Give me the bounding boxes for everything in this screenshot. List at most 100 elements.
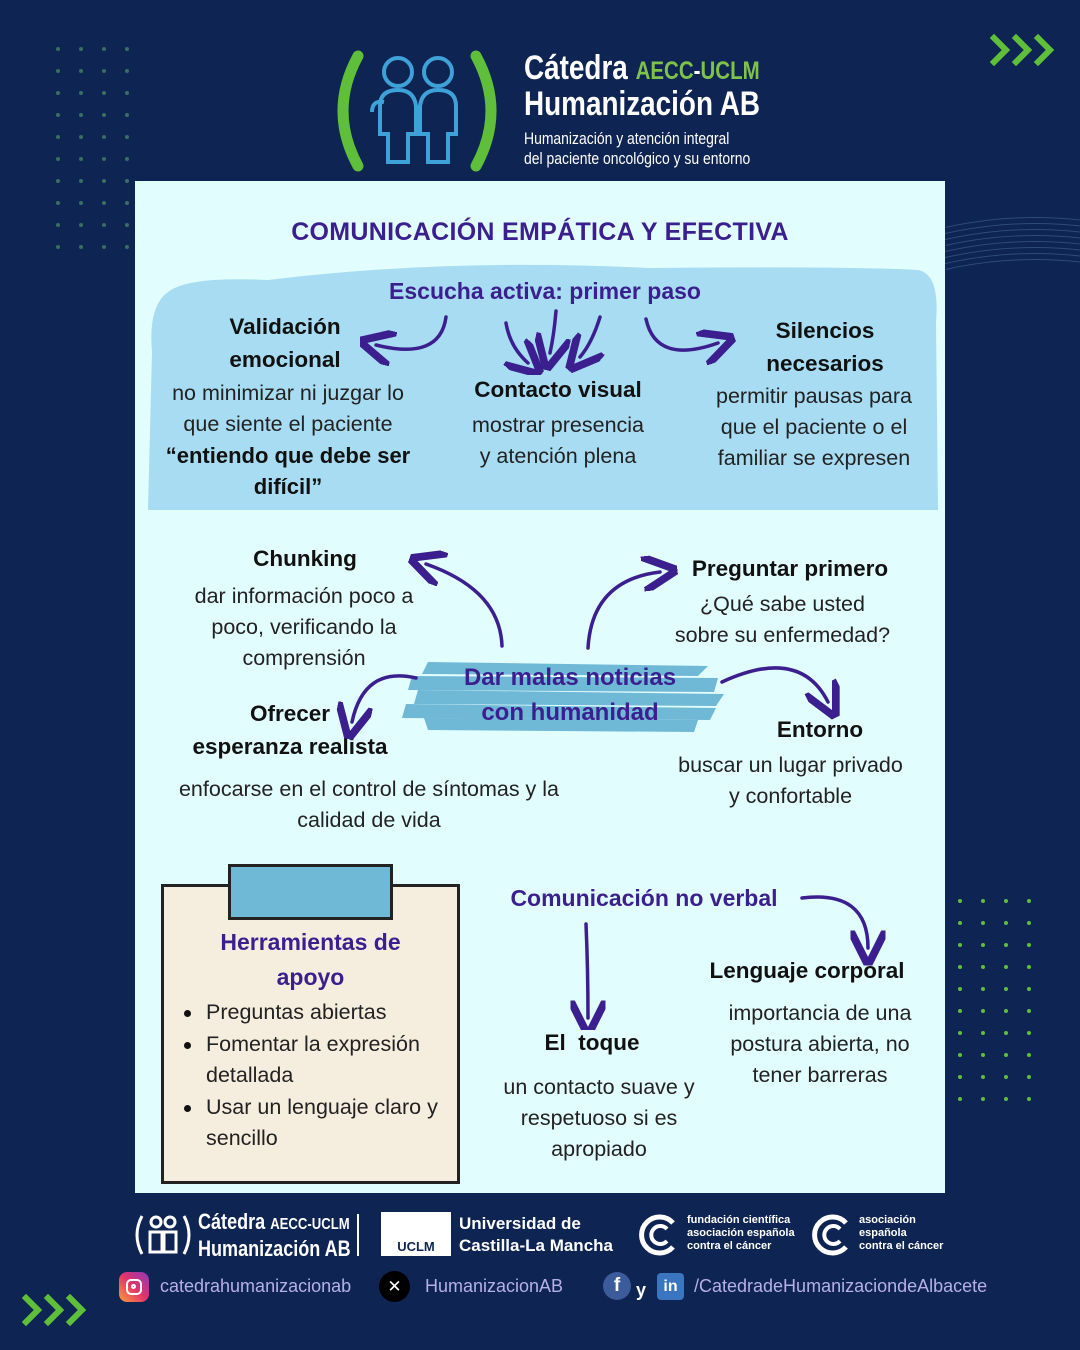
ofrecer-line2: calidad de vida <box>297 808 441 832</box>
chevron-right-icon <box>22 1294 90 1326</box>
instagram-handle[interactable]: catedrahumanizacionab <box>160 1276 352 1296</box>
chunking-line1: dar información poco a <box>194 584 414 608</box>
preguntar-title: Preguntar primero <box>691 556 889 581</box>
uni-line2: Castilla-La Mancha <box>459 1236 613 1255</box>
contacto-line2: y atención plena <box>479 444 637 468</box>
silencios-title-line1: Silencios <box>775 318 875 343</box>
ofrecer-line1: enfocarse en el control de síntomas y la <box>178 777 560 801</box>
preguntar-line2: sobre su enfermedad? <box>674 623 891 647</box>
ofrecer-title-line1: Ofrecer <box>249 701 331 726</box>
web-handle[interactable]: /CatedradeHumanizaciondeAlbacete <box>694 1276 988 1296</box>
preguntar-text: ¿Qué sabe usted sobre su enfermedad? <box>650 589 915 651</box>
chevron-right-icon <box>990 34 1058 66</box>
lenguaje-corporal-text: importancia de una postura abierta, no t… <box>700 998 940 1091</box>
silencios-text: permitir pausas para que el paciente o e… <box>694 381 934 474</box>
x-icon[interactable]: ✕ <box>379 1271 410 1302</box>
footer-catedra-aecc: AECC-UCLM <box>270 1216 350 1233</box>
escucha-activa-heading: Escucha activa: primer paso <box>389 278 701 304</box>
social-conjunction: y <box>636 1280 647 1300</box>
fund-line2: asociación española <box>687 1227 795 1239</box>
fundacion-text: fundación científica asociación española… <box>687 1214 795 1253</box>
malas-noticias-arrows <box>330 550 850 740</box>
escucha-arrows <box>360 309 740 375</box>
validacion-quote2: difícil” <box>253 474 323 499</box>
silencios-line2: que el paciente o el <box>720 415 908 439</box>
brand-uclm: UCLM <box>700 57 760 85</box>
ofrecer-text: enfocarse en el control de síntomas y la… <box>148 774 590 836</box>
brand-aecc: AECC <box>635 57 694 85</box>
footer-divider <box>357 1214 359 1256</box>
linkedin-icon[interactable]: in <box>657 1273 684 1300</box>
tagline-line-1: Humanización y atención integral <box>524 129 730 148</box>
herramientas-title-line1: Herramientas de <box>220 929 401 955</box>
herramientas-title-line2: apoyo <box>276 964 345 990</box>
toque-text: un contacto suave y respetuoso si es apr… <box>478 1072 720 1165</box>
validacion-text: no minimizar ni juzgar lo que siente el … <box>148 378 428 502</box>
herramientas-title: Herramientas de apoyo <box>164 925 457 995</box>
aso-line3: contra el cáncer <box>859 1240 944 1252</box>
brand-subtitle: Humanización AB <box>524 85 760 123</box>
list-item: Fomentar la expresión detallada <box>178 1029 453 1092</box>
lenguaje-line2: postura abierta, no <box>730 1032 910 1056</box>
clipboard-clip <box>228 864 393 920</box>
x-handle[interactable]: HumanizacionAB <box>425 1276 564 1296</box>
list-item: Preguntas abiertas <box>178 997 453 1029</box>
footer-catedra-line1: Cátedra <box>198 1209 266 1234</box>
malas-line1: Dar malas noticias <box>463 664 677 691</box>
footer-catedra-text: Cátedra AECC-UCLM Humanización AB <box>198 1210 351 1261</box>
brand-sep: - <box>693 57 701 85</box>
no-verbal-heading: Comunicación no verbal <box>510 885 778 911</box>
chunking-text: dar información poco a poco, verificando… <box>164 581 444 674</box>
lenguaje-line3: tener barreras <box>752 1063 888 1087</box>
escucha-activa-background <box>148 264 938 510</box>
toque-line3: apropiado <box>551 1137 647 1161</box>
list-item: Usar un lenguaje claro y sencillo <box>178 1092 453 1155</box>
aecc-fundacion-logo-icon <box>639 1214 675 1256</box>
validacion-quote1: “entiendo que debe ser <box>165 443 411 468</box>
contacto-visual-text: mostrar presencia y atención plena <box>448 410 668 472</box>
validacion-title: Validación emocional <box>180 310 390 376</box>
toque-line2: respetuoso si es <box>520 1106 678 1130</box>
catedra-logo-icon <box>337 50 497 172</box>
entorno-text: buscar un lugar privado y confortable <box>648 750 933 812</box>
validacion-line2: que siente el paciente <box>183 412 393 436</box>
lenguaje-line1: importancia de una <box>728 1001 912 1025</box>
aso-line1: asociación <box>859 1214 916 1226</box>
contacto-visual-title: Contacto visual <box>474 377 642 402</box>
toque-line1: un contacto suave y <box>503 1075 695 1099</box>
catedra-small-logo-icon <box>135 1215 191 1255</box>
instagram-icon[interactable] <box>119 1272 149 1302</box>
contacto-line1: mostrar presencia <box>471 413 645 437</box>
entorno-line2: y confortable <box>728 784 853 808</box>
malas-line2: con humanidad <box>481 699 659 726</box>
malas-noticias-heading: Dar malas noticias con humanidad <box>420 660 720 730</box>
chunking-line3: comprensión <box>242 646 366 670</box>
no-verbal-arrows <box>570 895 890 1030</box>
chunking-line2: poco, verificando la <box>211 615 397 639</box>
brand-catedra: Cátedra <box>524 49 628 87</box>
brand-title: Cátedra AECC-UCLM <box>524 50 760 89</box>
aso-line2: española <box>859 1227 907 1239</box>
silencios-title: Silencios necesarios <box>730 314 920 380</box>
validacion-line1: no minimizar ni juzgar lo <box>172 381 404 405</box>
brush-stroke-background <box>402 662 724 732</box>
fund-line1: fundación científica <box>687 1214 791 1226</box>
asociacion-text: asociación española contra el cáncer <box>859 1214 943 1253</box>
page-title: COMUNICACIÓN EMPÁTICA Y EFECTIVA <box>291 218 789 246</box>
uclm-name: Universidad de Castilla-La Mancha <box>459 1213 613 1257</box>
herramientas-list: Preguntas abiertas Fomentar la expresión… <box>178 997 453 1155</box>
uclm-logo: UCLM <box>381 1212 451 1256</box>
toque-title: El toque <box>544 1030 640 1055</box>
footer-catedra-line2: Humanización AB <box>198 1236 351 1261</box>
tagline-line-2: del paciente oncológico y su entorno <box>524 149 751 168</box>
silencios-title-line2: necesarios <box>766 351 884 376</box>
uni-line1: Universidad de <box>459 1214 581 1233</box>
facebook-icon[interactable]: f <box>603 1272 631 1300</box>
silencios-line3: familiar se expresen <box>717 446 911 470</box>
validacion-title-line2: emocional <box>229 347 341 372</box>
aecc-asociacion-logo-icon <box>812 1214 848 1256</box>
herramientas-clipboard: Herramientas de apoyo Preguntas abiertas… <box>161 884 460 1184</box>
dot-grid-right <box>958 899 1031 1101</box>
silencios-line1: permitir pausas para <box>716 384 912 408</box>
validacion-title-line1: Validación <box>229 314 341 339</box>
